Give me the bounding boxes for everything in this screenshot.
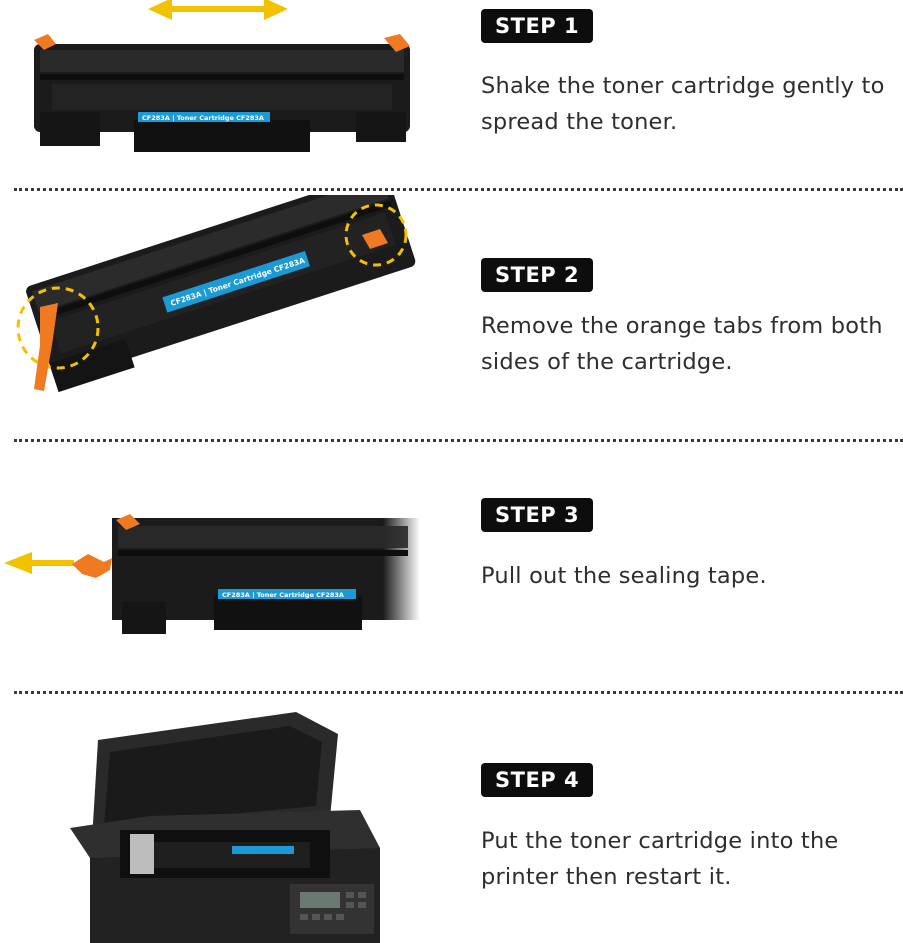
cartridge-shake-illustration: CF283A | Toner Cartridge CF283A — [34, 0, 410, 152]
step-1-section: CF283A | Toner Cartridge CF283A STEP 1 S… — [0, 0, 903, 185]
step-3-description: Pull out the sealing tape. — [481, 563, 767, 589]
cartridge-label — [218, 589, 356, 599]
step-2-badge: STEP 2 — [481, 258, 594, 292]
step-2-description: Remove the orange tabs from both sides o… — [481, 313, 883, 375]
divider-3 — [14, 691, 903, 694]
orange-tab-left — [34, 303, 58, 391]
step-3-badge: STEP 3 — [481, 498, 594, 532]
cartridge-label — [138, 112, 270, 122]
divider-1 — [14, 188, 903, 191]
orange-tab-right — [384, 34, 410, 52]
step-4-badge: STEP 4 — [481, 763, 594, 797]
printer-open-illustration — [70, 712, 380, 943]
cartridge-label — [162, 250, 310, 313]
cartridge-label — [232, 846, 294, 854]
left-arrow-icon — [4, 552, 74, 574]
step-1-description: Shake the toner cartridge gently to spre… — [481, 73, 885, 135]
svg-text:CF283A | Toner Cartridge CF2: CF283A | Toner Cartridge CF283A — [222, 591, 344, 600]
step-2-section: CF283A | Toner Cartridge CF283A STEP 2 R… — [0, 195, 903, 440]
step-3-section: CF283A | Toner Cartridge CF283A STEP 3 P… — [0, 446, 903, 691]
step-1-badge: STEP 1 — [481, 9, 594, 43]
double-arrow-icon — [148, 0, 288, 20]
orange-tab — [116, 514, 140, 530]
orange-tab-right — [362, 229, 388, 249]
orange-tab-left — [34, 34, 56, 50]
step-4-section: STEP 4 Put the toner cartridge into the … — [0, 698, 903, 943]
sealing-tape-pull-tab — [72, 554, 112, 578]
cartridge-tape-illustration: CF283A | Toner Cartridge CF283A — [4, 514, 420, 634]
highlight-circle-right — [344, 203, 408, 267]
highlight-circle-left — [16, 286, 100, 370]
cartridge-tabs-illustration: CF283A | Toner Cartridge CF283A — [16, 195, 416, 393]
divider-2 — [14, 439, 903, 442]
step-4-description: Put the toner cartridge into the printer… — [481, 828, 839, 890]
svg-text:CF283A | Toner Cartridge CF2: CF283A | Toner Cartridge CF283A — [142, 114, 264, 123]
